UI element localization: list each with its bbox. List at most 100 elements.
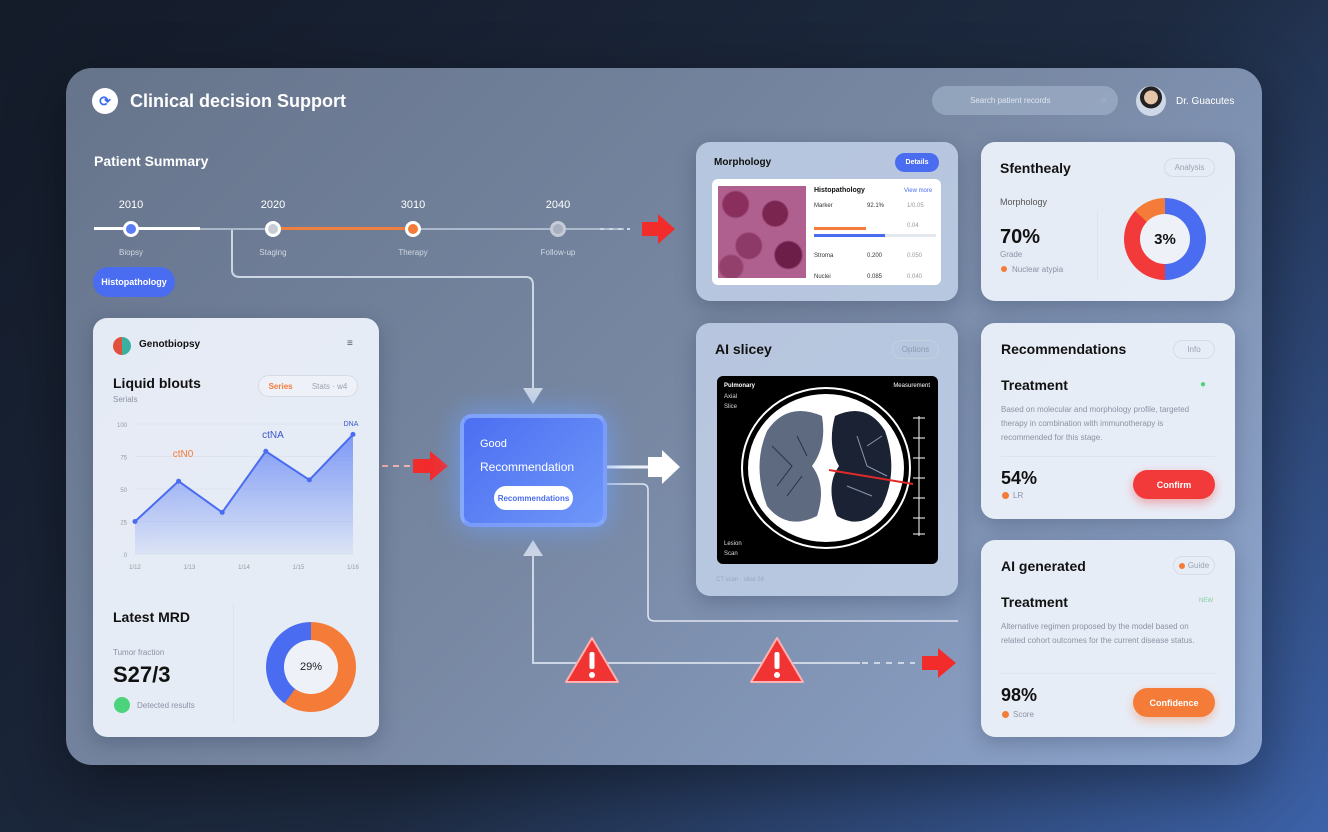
patient-summary-title: Patient Summary [94,153,209,169]
timeline-node[interactable] [550,221,566,237]
y-tick-label: 50 [120,488,127,494]
search-input[interactable]: Search patient records ◌ [932,86,1118,115]
divider [1097,210,1098,280]
chart-title: Liquid blouts [113,375,201,391]
histology-cell: 0.085 [867,274,883,280]
warning-icon[interactable] [564,635,620,685]
timeline-year: 2010 [118,199,144,211]
ct-scan-image[interactable]: Pulmonary Axial Slice Measurement Lesion… [717,376,938,564]
status-dot-icon [114,697,130,713]
data-point [132,519,138,524]
histology-cell: Nuclei [814,274,831,280]
mrd-title: Latest MRD [113,609,191,625]
red-arrow-icon [413,214,956,678]
lung-scan-graphic [741,387,925,549]
genomics-card: Genotbiopsy ≡ Liquid blouts Serials Seri… [93,318,379,737]
recommendation-score: 54% [1001,468,1038,488]
histopathology-button[interactable]: Histopathology [93,267,175,297]
mrd-status: Detected results [137,701,195,710]
timeline-year: 3010 [400,199,426,211]
timeline-node[interactable] [123,221,139,237]
divider [1001,673,1215,674]
recommendation-line2: Recommendation [480,460,575,474]
y-tick-label: 25 [120,521,127,527]
recommendation-node[interactable]: Good Recommendation Recommendations [460,414,607,527]
chart-annotation: ctN0 [173,449,194,460]
chart-toggle[interactable]: Series Stats · w4 [258,375,358,397]
histology-link[interactable]: View more [904,188,933,194]
mrd-donut-label: 29% [284,640,338,694]
histology-cell: Marker [814,203,833,209]
timeline-active-segment [273,227,413,230]
score-sub: LR [1013,491,1024,500]
chart-subtitle: Serials [113,395,138,404]
new-badge: NEW [1199,598,1213,604]
scan-label: Lesion [724,541,742,547]
arrow-right-icon [648,450,680,484]
scan-label: Slice [724,404,738,410]
recommendations-button[interactable]: Recommendations [494,486,573,510]
search-icon: ◌ [1101,96,1106,105]
stats-card: Sfenthealy Analysis Morphology 70% Grade… [981,142,1235,301]
stats-sub: Grade [1000,250,1023,259]
stats-label: Morphology [1000,197,1048,207]
data-point [350,431,356,437]
timeline-node[interactable] [405,221,421,237]
x-tick-label: 1/15 [293,565,305,571]
scan-caption: CT scan · slice 24 [716,577,764,583]
chart-line [134,433,354,523]
data-point [219,509,225,515]
histology-image [718,186,806,278]
user-name[interactable]: Dr. Guacutes [1176,96,1235,107]
guide-chip[interactable]: Guide [1173,556,1215,575]
menu-icon[interactable]: ≡ [347,338,353,349]
x-tick-label: 1/13 [184,565,196,571]
confidence-button[interactable]: Confidence [1133,688,1215,717]
arrow-up-icon [523,540,543,556]
status-dot-icon [1002,711,1009,718]
ai-generated-title: AI generated [1001,558,1086,574]
y-tick-label: 75 [120,456,127,462]
timeline-label: Therapy [398,248,428,257]
mrd-label: Tumor fraction [113,648,165,657]
timeline-label: Follow-up [540,248,576,257]
slice-options-chip[interactable]: Options [892,340,939,359]
search-placeholder: Search patient records [970,96,1051,105]
app-title: Clinical decision Support [130,91,347,111]
treatment-text: Alternative regimen proposed by the mode… [1001,622,1195,645]
chart-annotation: ctNA [262,430,284,441]
toggle-series[interactable]: Series [268,381,293,391]
confirm-button[interactable]: Confirm [1133,470,1215,499]
user-avatar[interactable] [1136,86,1166,116]
arrow-down-icon [523,388,543,404]
histology-cell: 0.050 [907,253,923,259]
status-dot-icon [1178,562,1185,569]
marker-bar-orange [814,227,866,230]
timeline-year: 2020 [260,199,286,211]
warning-icon[interactable] [749,635,805,685]
toggle-stats[interactable]: Stats · w4 [311,381,348,391]
marker-bar-fill [814,234,885,237]
timeline-label: Biopsy [118,248,144,257]
ai-score: 98% [1001,685,1038,705]
morphology-details-button[interactable]: Details [895,153,939,172]
stats-value: 70% [1000,226,1041,248]
timeline-progress [94,227,200,230]
genomics-title: Genotbiopsy [139,339,201,350]
divider [1001,456,1215,457]
status-dot-icon [1002,492,1009,499]
treatment-heading: Treatment [1001,594,1068,610]
ai-score-sub: Score [1013,710,1034,719]
scan-label: Scan [724,551,738,557]
recommendation-line1: Good [480,438,507,450]
x-tick-label: 1/16 [347,565,359,571]
timeline-node[interactable] [265,221,281,237]
y-tick-label: 0 [124,553,128,559]
histology-cell: 0.040 [907,274,923,280]
status-badge: ● [1200,379,1207,390]
timeline-label: Staging [259,248,287,257]
data-point [263,448,269,454]
info-chip[interactable]: Info [1173,340,1215,359]
analysis-chip[interactable]: Analysis [1164,158,1215,177]
chart-area [135,434,353,554]
